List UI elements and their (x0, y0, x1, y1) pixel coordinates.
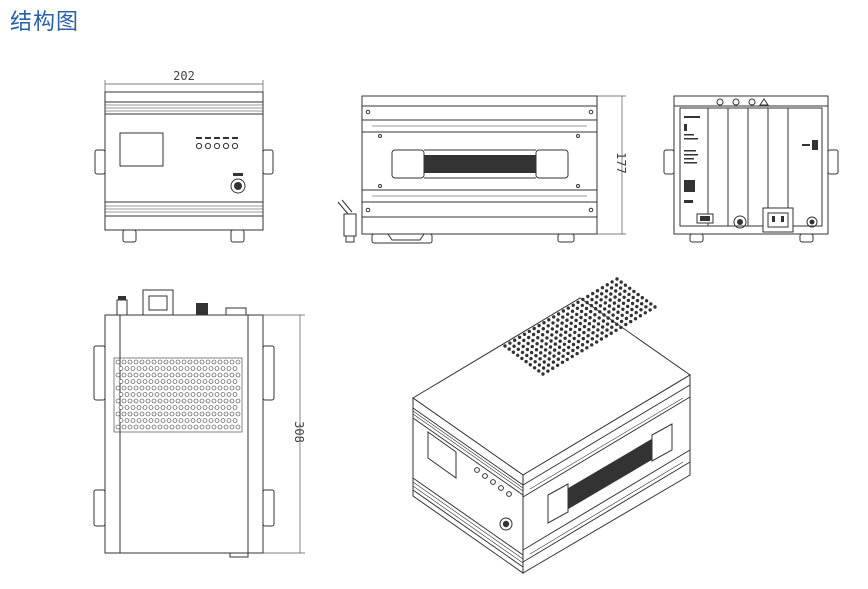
page-title: 结构图 (10, 10, 80, 35)
display-window (119, 132, 164, 167)
side-handle-left (391, 149, 425, 179)
iso-vent-grille (503, 277, 657, 376)
rear-port-icon (733, 215, 747, 229)
side-view: 177 (337, 95, 628, 244)
isometric-view (412, 277, 691, 574)
power-knob-icon (230, 178, 246, 194)
front-view: 202 (94, 69, 274, 243)
depth-dimension: 308 (292, 421, 306, 443)
rear-view (663, 95, 839, 243)
side-connector-icon (337, 199, 357, 243)
top-vent-grille (113, 357, 243, 433)
side-handle-right (535, 149, 569, 179)
top-view: 308 (93, 289, 306, 558)
top-handle-left-1 (93, 345, 106, 401)
width-dimension: 202 (173, 69, 195, 83)
right-handle (262, 149, 274, 175)
left-handle (94, 149, 106, 175)
height-dimension: 177 (614, 152, 628, 174)
indicator-leds (195, 137, 239, 150)
